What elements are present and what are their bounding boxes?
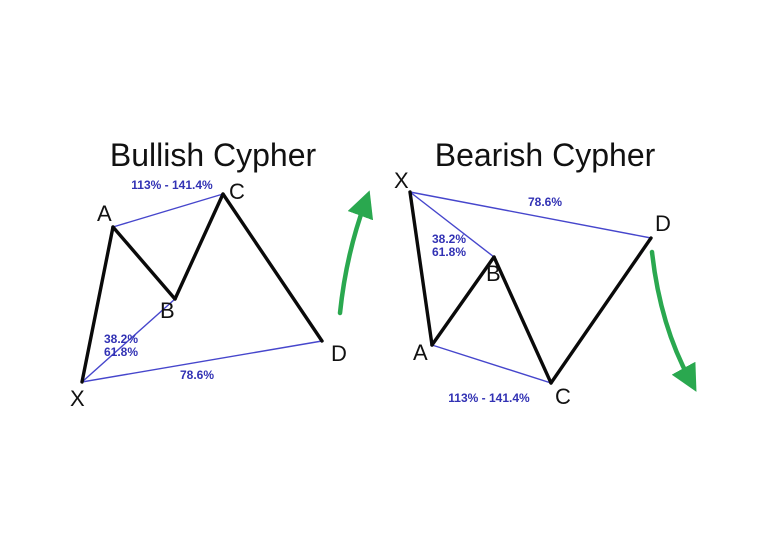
bearish-point-c-label: C xyxy=(555,384,571,409)
bullish-leg-a-b xyxy=(111,225,177,301)
bullish-xd-retracement-label: 78.6% xyxy=(180,368,214,382)
bullish-point-x-label: X xyxy=(70,386,85,411)
bullish-xb-retracement-max-label: 61.8% xyxy=(104,345,138,359)
bearish-xb-retracement-max-label: 61.8% xyxy=(432,245,466,259)
bearish-leg-x-a xyxy=(408,190,434,347)
bullish-ac-extension-label: 113% - 141.4% xyxy=(131,178,213,192)
bearish-ratio-line-a-c xyxy=(431,344,552,384)
bullish-leg-x-a xyxy=(80,225,115,384)
bearish-xb-retracement-min-label: 38.2% xyxy=(432,232,466,246)
bearish-leg-b-c xyxy=(492,255,553,385)
bearish-point-a-label: A xyxy=(413,340,428,365)
bearish-xd-retracement-label: 78.6% xyxy=(528,195,562,209)
bearish-point-x-label: X xyxy=(394,168,409,193)
bullish-xb-retracement-min-label: 38.2% xyxy=(104,332,138,346)
bullish-point-a-label: A xyxy=(97,201,112,226)
bearish-leg-c-d xyxy=(549,236,653,385)
bullish-leg-b-c xyxy=(173,192,225,301)
bearish-ratio-line-x-b xyxy=(409,191,495,258)
bearish-cypher-diagram: Bearish Cypher X A B C D 38.2% 61.8% 78.… xyxy=(394,137,697,409)
bullish-leg-c-d xyxy=(221,192,324,343)
bullish-up-arrow-icon xyxy=(337,190,374,316)
bearish-title: Bearish Cypher xyxy=(435,137,656,173)
bullish-point-b-label: B xyxy=(160,298,175,323)
bearish-down-arrow-icon xyxy=(649,249,697,392)
bullish-ratio-line-x-b xyxy=(81,298,176,383)
bullish-ratio-line-x-d xyxy=(81,340,323,383)
bearish-point-d-label: D xyxy=(655,211,671,236)
bearish-leg-a-b xyxy=(430,255,496,347)
bullish-point-d-label: D xyxy=(331,341,347,366)
bearish-ac-extension-label: 113% - 141.4% xyxy=(448,391,530,405)
bullish-cypher-diagram: Bullish Cypher X A B C D 113% - 141.4% 3… xyxy=(70,137,374,411)
bullish-title: Bullish Cypher xyxy=(110,137,317,173)
bearish-point-b-label: B xyxy=(486,261,501,286)
bullish-ratio-line-a-c xyxy=(112,193,224,228)
bearish-ratio-line-x-d xyxy=(409,191,652,239)
bullish-point-c-label: C xyxy=(229,179,245,204)
